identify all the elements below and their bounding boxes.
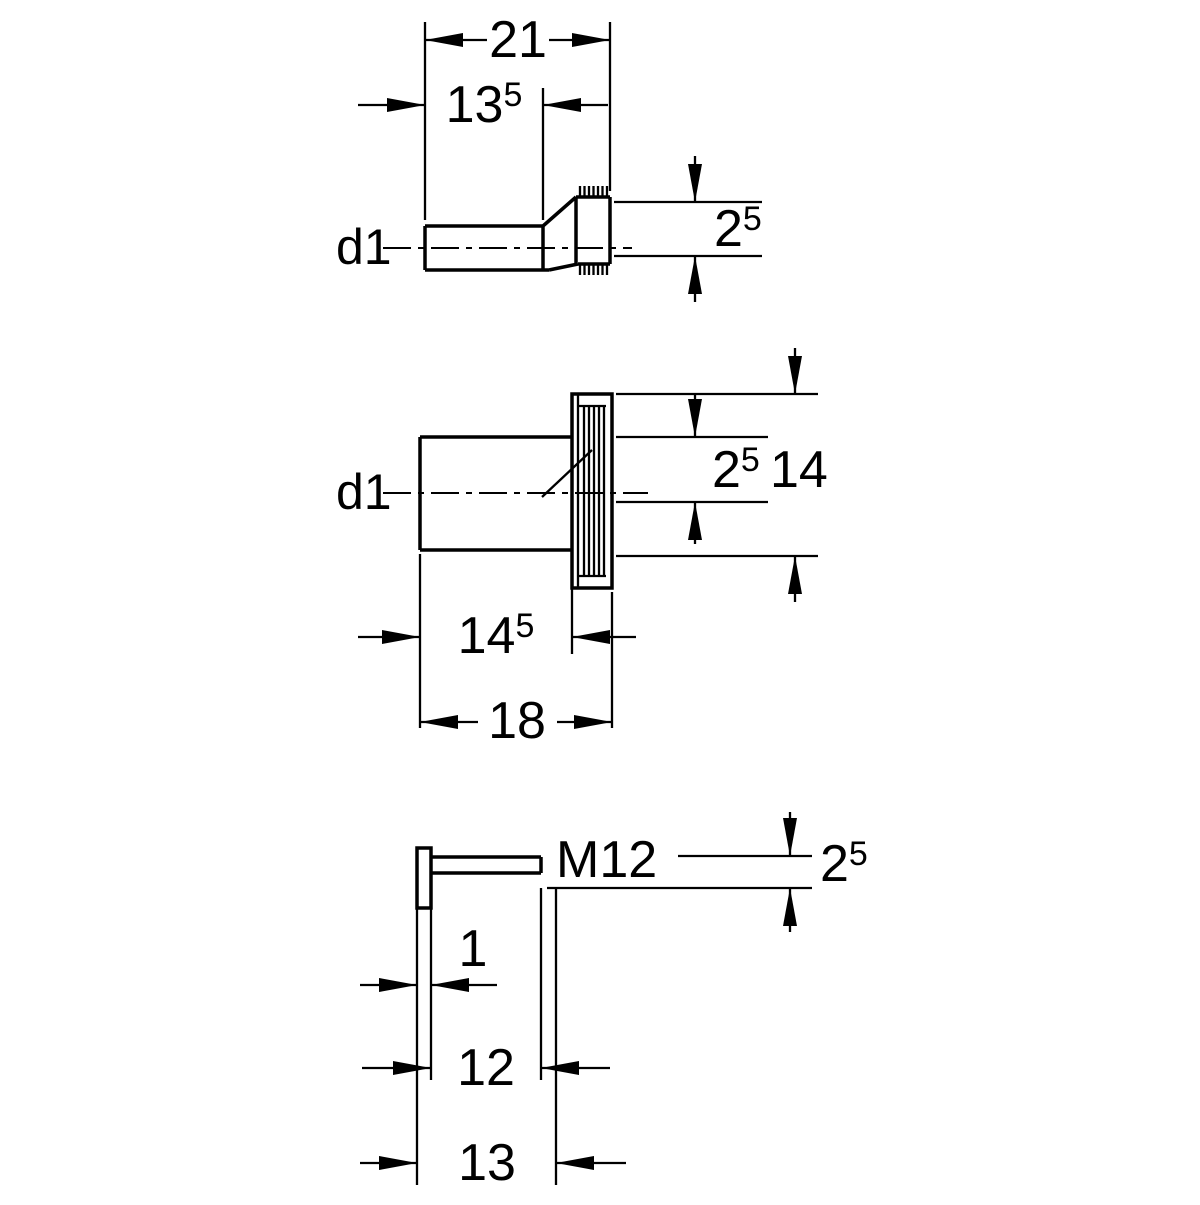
bolt-shaft: [431, 855, 543, 875]
top-rib-teeth: [578, 186, 609, 275]
view-bottom: M12 25 1: [360, 812, 868, 1192]
top-part-elbow-connector: [383, 186, 632, 275]
dim-bottom-thread-length-label: 12: [457, 1039, 515, 1097]
bottom-bolt: [415, 846, 543, 910]
dim-middle-body-length: 145: [358, 554, 636, 728]
dim-top-inner-width: 135: [358, 76, 608, 134]
view-middle: d1 25 14: [336, 348, 828, 750]
dim-middle-offset: 25: [616, 395, 768, 544]
middle-flange-ribs: [576, 394, 606, 588]
dim-middle-body-length-label: 145: [458, 607, 535, 665]
dim-bottom-thread-length: 12: [362, 1039, 610, 1097]
bolt-head: [415, 846, 433, 910]
view-top: 21 135 d1 25: [336, 11, 762, 302]
dim-bottom-offset: 25: [547, 812, 868, 932]
middle-part-sleeve: [383, 392, 648, 590]
dim-top-inner-width-label: 135: [446, 76, 523, 134]
top-part-label: d1: [336, 219, 392, 275]
dim-top-outlet-offset-label: 25: [714, 200, 762, 258]
top-extension-lines: [423, 22, 612, 220]
middle-diagonal-tick: [541, 449, 593, 498]
dim-bottom-head-width: 1: [360, 920, 497, 992]
dim-middle-flange-height: 14: [616, 348, 828, 602]
dim-top-total-width-label: 21: [489, 11, 547, 69]
dim-bottom-total-length: 13: [360, 1134, 626, 1192]
dim-middle-total-length-label: 18: [488, 692, 546, 750]
bottom-extension-lines: [415, 888, 558, 1185]
dim-bottom-total-length-label: 13: [458, 1134, 516, 1192]
dim-bottom-offset-label: 25: [820, 835, 868, 893]
middle-flange: [570, 392, 614, 590]
dim-top-total-width: 21: [425, 11, 610, 69]
dim-top-outlet-offset: 25: [614, 156, 762, 302]
dim-bottom-head-width-label: 1: [459, 920, 488, 978]
middle-part-label: d1: [336, 464, 392, 520]
dim-middle-flange-height-label: 14: [770, 441, 828, 499]
dim-middle-offset-label: 25: [712, 441, 760, 499]
bottom-thread-label: M12: [556, 831, 657, 889]
dim-middle-total-length: 18: [420, 592, 614, 750]
